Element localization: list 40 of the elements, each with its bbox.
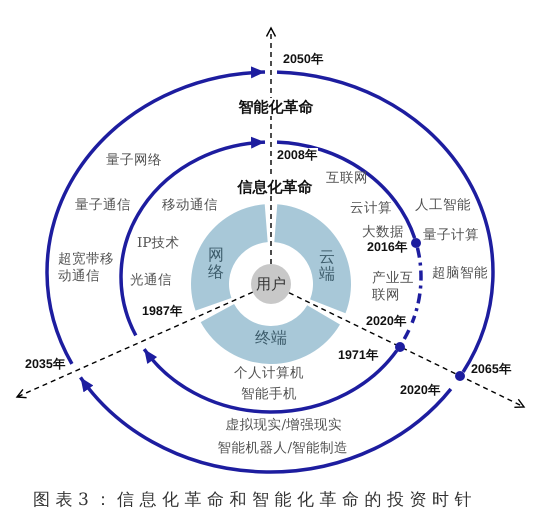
tech-label: 超脑智能 [432, 265, 488, 282]
curved-arrow [79, 376, 452, 474]
year-label: 2050年 [283, 52, 324, 67]
tech-label: 智能手机 [241, 386, 297, 403]
curved-arrow [142, 348, 398, 414]
tech-label: 虚拟现实/增强现实 [226, 417, 342, 434]
tech-label: 产业互联网 [372, 270, 414, 304]
tech-label: IP技术 [137, 235, 180, 252]
curved-line [276, 70, 495, 373]
tech-label: 云计算 [350, 200, 392, 217]
year-label: 2020年 [366, 314, 407, 329]
tech-label: 量子计算 [423, 227, 479, 244]
year-label: 2008年 [277, 148, 318, 163]
tech-label: 光通信 [130, 272, 172, 289]
heading: 信息化革命 [236, 178, 314, 196]
dashed-arrow [16, 292, 254, 398]
tech-label: 个人计算机 [234, 365, 304, 382]
year-label: 2035年 [25, 357, 66, 372]
tech-label: 大数据 [362, 224, 404, 240]
dashed-arrow [288, 292, 525, 408]
user-circle: 用户 [251, 264, 291, 304]
curved-arrow [119, 137, 266, 336]
year-label: 2065年 [470, 362, 512, 377]
tech-label: 人工智能 [415, 197, 471, 214]
curved-arrow [45, 67, 266, 365]
heading: 智能化革命 [238, 98, 314, 116]
year-label: 1971年 [338, 348, 379, 363]
year-label: 1987年 [142, 304, 183, 319]
tech-label: 量子网络 [106, 152, 162, 169]
tech-label: 互联网 [326, 170, 368, 187]
tech-label: 智能机器人/智能制造 [218, 440, 348, 457]
year-label: 2020年 [400, 383, 441, 398]
ring-segment: 终端 [200, 304, 340, 364]
caption: 图表3：信息化革命和智能化革命的投资时针 [33, 489, 477, 511]
dashed-curve [410, 248, 423, 324]
curved-line [276, 140, 416, 239]
year-label: 2016年 [367, 240, 408, 255]
dashed-arrow [266, 27, 276, 264]
tech-label: 量子通信 [75, 197, 131, 214]
tech-label: 超宽带移动通信 [58, 251, 114, 285]
